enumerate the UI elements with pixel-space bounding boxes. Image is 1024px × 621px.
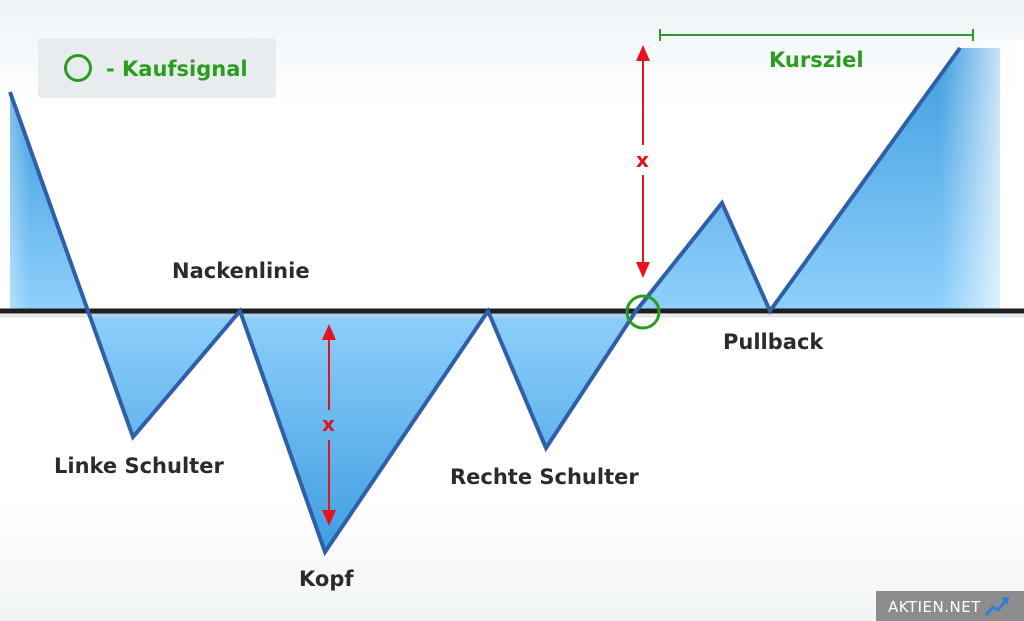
legend-box: - Kaufsignal <box>38 38 276 98</box>
buy-signal-circle <box>625 294 661 330</box>
right-fade <box>940 40 1024 312</box>
head-height-arrow <box>322 324 336 526</box>
brand-badge: AKTIEN.NET <box>876 591 1024 621</box>
legend-label: - Kaufsignal <box>106 57 248 81</box>
target-height-x: x <box>636 148 649 172</box>
chart-trend-icon <box>984 597 1009 616</box>
pullback-label: Pullback <box>723 330 824 354</box>
left-shoulder-label: Linke Schulter <box>54 454 224 478</box>
target-bracket <box>659 29 974 41</box>
left-fade <box>0 80 30 312</box>
price-line <box>8 46 962 557</box>
target-height-arrow <box>636 45 650 278</box>
head-height-x: x <box>322 412 335 436</box>
target-label: Kursziel <box>769 48 864 72</box>
breakout-fill <box>636 48 1000 311</box>
right-shoulder-label: Rechte Schulter <box>450 465 639 489</box>
head-label: Kopf <box>299 567 354 591</box>
neckline-label: Nackenlinie <box>172 259 310 283</box>
pattern-fill <box>88 311 636 552</box>
brand-label: AKTIEN.NET <box>888 598 981 616</box>
buy-signal-legend-icon <box>64 54 92 82</box>
